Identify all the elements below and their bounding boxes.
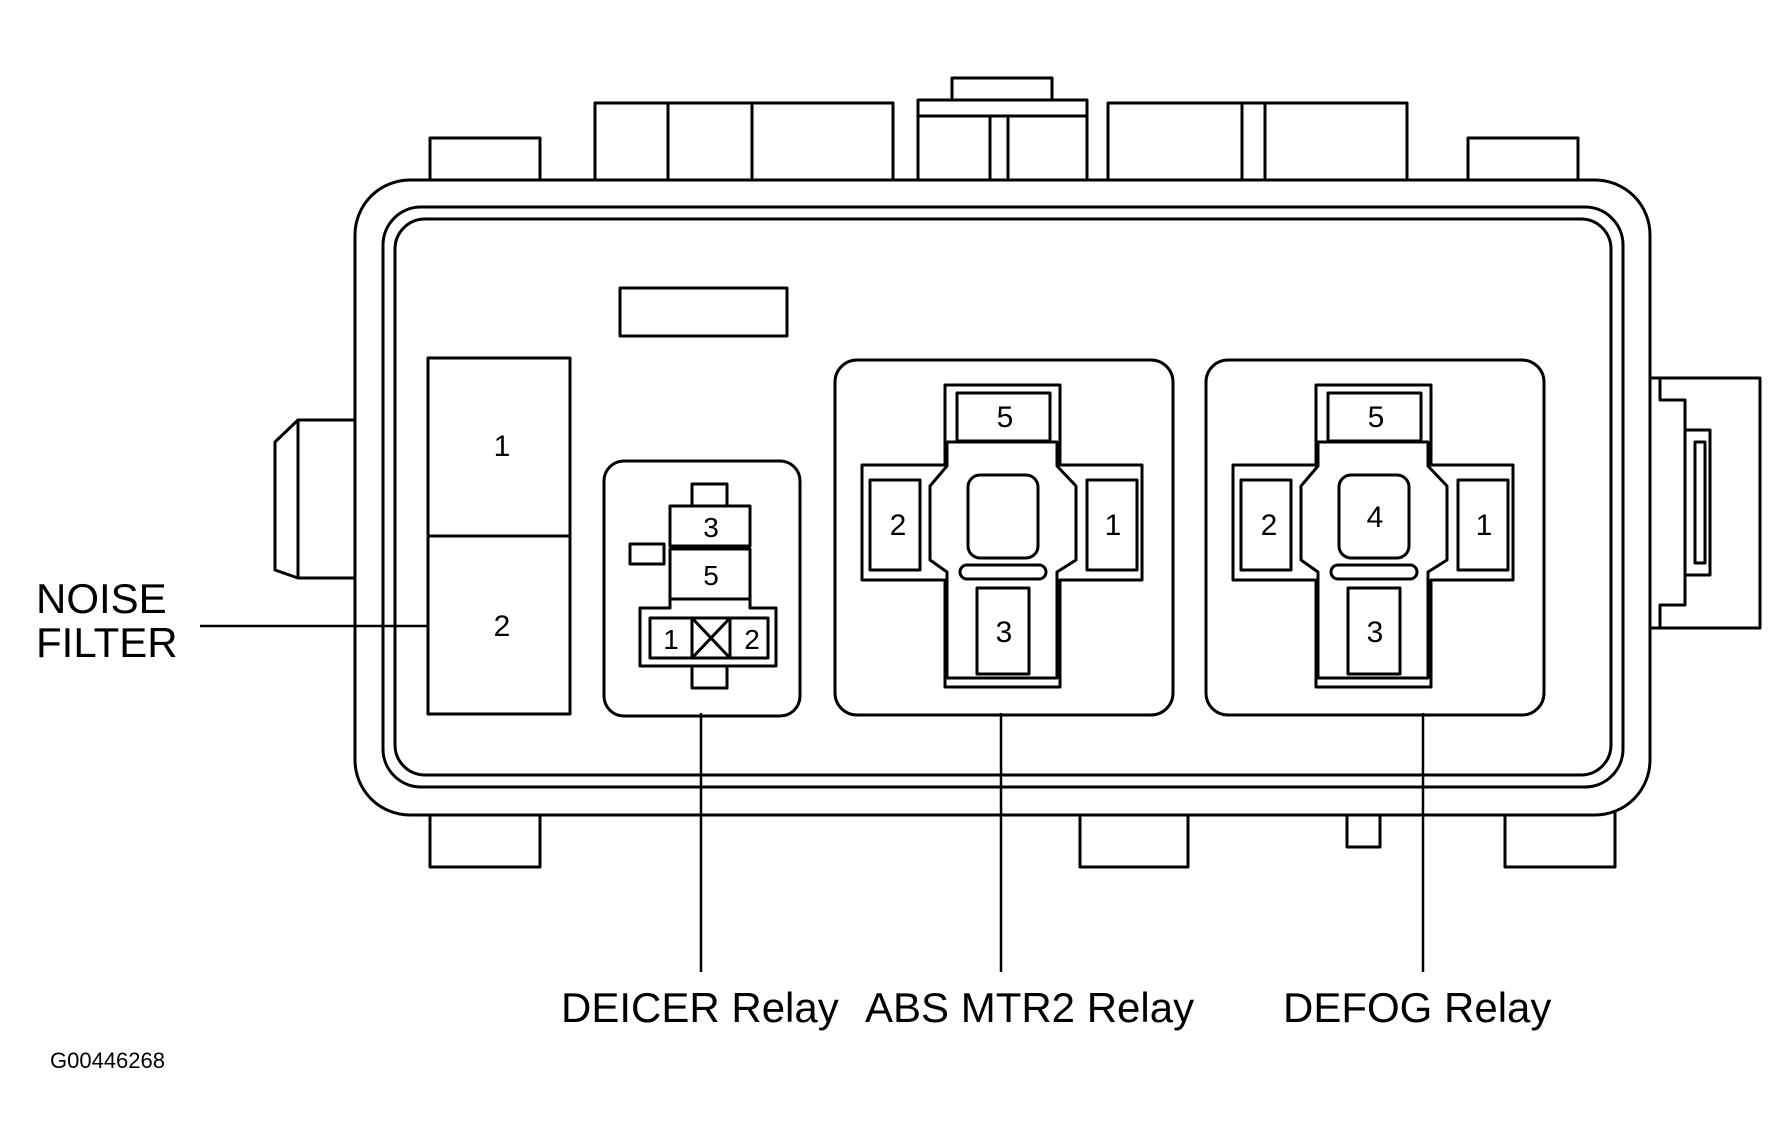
noise-filter-terminal-1: 1 bbox=[494, 430, 511, 463]
deicer-terminal-5: 5 bbox=[703, 560, 719, 591]
abs-mtr2-relay-label: ABS MTR2 Relay bbox=[865, 984, 1195, 1031]
noise-filter-label-line2: FILTER bbox=[36, 619, 178, 666]
abs-terminal-3: 3 bbox=[996, 616, 1013, 649]
figure-id: G00446268 bbox=[50, 1048, 165, 1073]
defog-terminal-4: 4 bbox=[1367, 501, 1384, 534]
housing-outer bbox=[353, 178, 1652, 817]
abs-terminal-1: 1 bbox=[1105, 509, 1122, 542]
deicer-terminal-1: 1 bbox=[663, 624, 679, 655]
left-side-tab bbox=[273, 418, 375, 580]
defog-terminal-2: 2 bbox=[1261, 509, 1278, 542]
leader-lines bbox=[200, 624, 1425, 972]
defog-terminal-5: 5 bbox=[1368, 401, 1385, 434]
abs-terminal-5: 5 bbox=[997, 401, 1014, 434]
top-tabs bbox=[428, 76, 1580, 206]
bottom-tabs bbox=[428, 810, 1617, 869]
housing-recess bbox=[393, 217, 1613, 777]
right-side-latch bbox=[1648, 376, 1762, 630]
abs-terminal-2: 2 bbox=[890, 509, 907, 542]
defog-relay-label: DEFOG Relay bbox=[1283, 984, 1552, 1031]
abs-mtr2-relay-socket bbox=[833, 358, 1175, 717]
defog-terminal-1: 1 bbox=[1476, 509, 1493, 542]
deicer-terminal-2: 2 bbox=[744, 624, 760, 655]
noise-filter-label-line1: NOISE bbox=[36, 575, 167, 622]
noise-filter-label: NOISE FILTER bbox=[36, 578, 178, 664]
noise-filter-terminal-2: 2 bbox=[494, 610, 511, 643]
deicer-terminal-3: 3 bbox=[703, 512, 719, 543]
deicer-relay-label: DEICER Relay bbox=[561, 984, 839, 1031]
noise-filter-block bbox=[426, 356, 572, 716]
defog-terminal-3: 3 bbox=[1367, 616, 1384, 649]
housing-inner bbox=[381, 205, 1625, 789]
marker-slot bbox=[618, 286, 789, 338]
defog-relay-socket bbox=[1204, 358, 1546, 717]
